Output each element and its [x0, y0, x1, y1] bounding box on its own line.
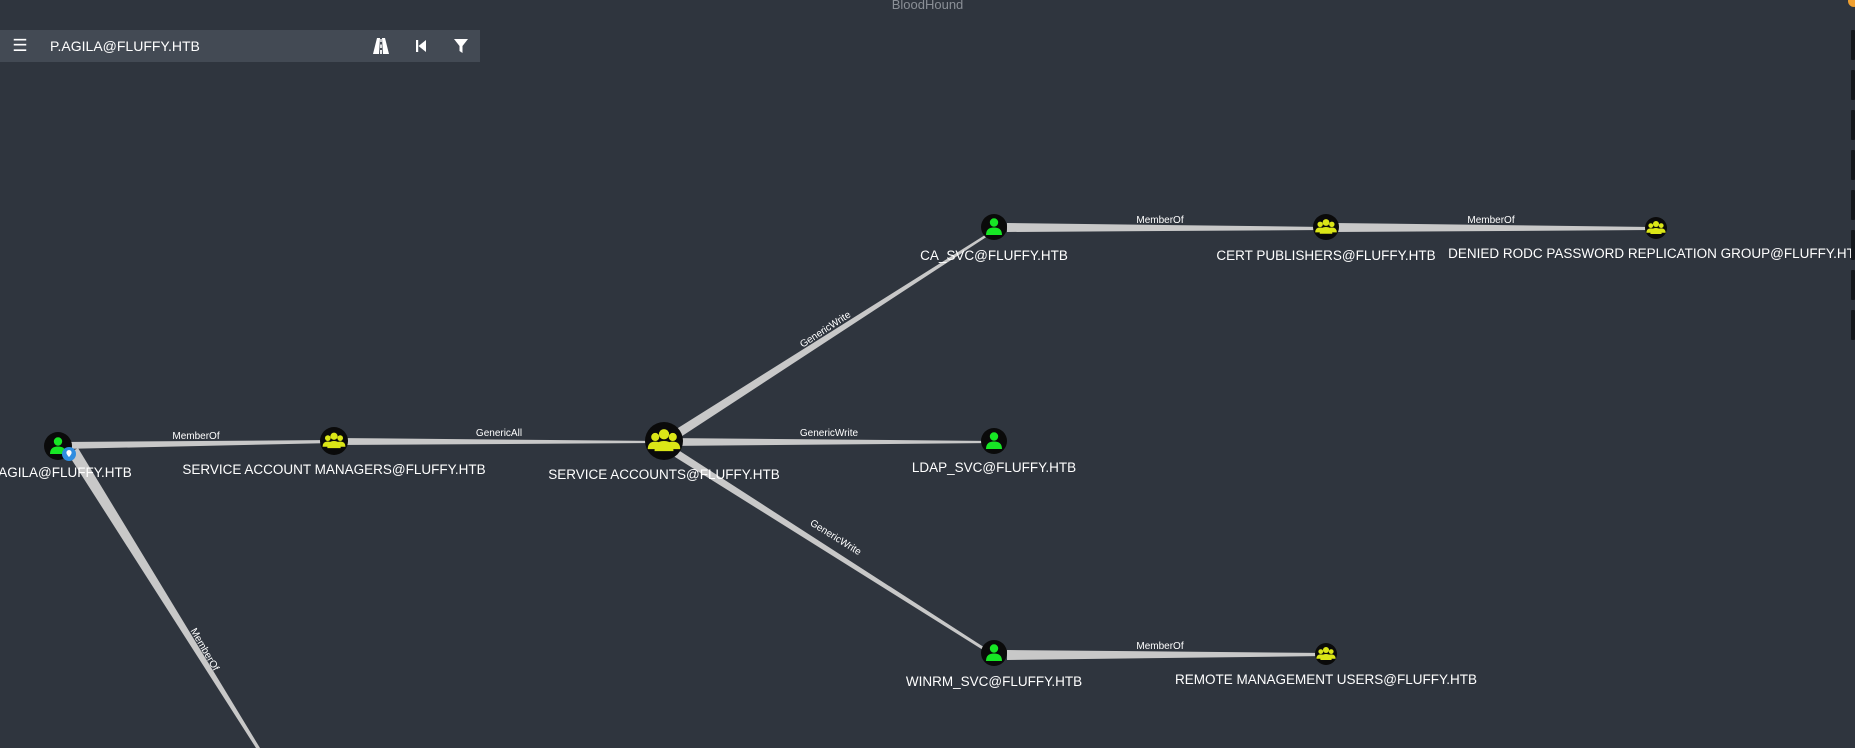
edge-label: MemberOf	[1467, 215, 1514, 226]
step-back-icon	[416, 40, 426, 52]
node-service-account-managers[interactable]: SERVICE ACCOUNT MANAGERS@FLUFFY.HTB	[182, 427, 486, 477]
filter-button[interactable]	[450, 36, 472, 56]
search-input[interactable]	[48, 35, 352, 57]
node-denied-rodc[interactable]: DENIED RODC PASSWORD REPLICATION GROUP@F…	[1448, 217, 1855, 261]
map-pin-icon	[66, 450, 72, 457]
edge-label: GenericWrite	[800, 428, 859, 439]
node-ca-svc[interactable]: CA_SVC@FLUFFY.HTB	[920, 214, 1068, 263]
status-dot-icon	[1848, 0, 1855, 7]
search-bar: ☰	[0, 30, 480, 62]
node-label: CA_SVC@FLUFFY.HTB	[920, 248, 1068, 263]
node-service-accounts[interactable]: SERVICE ACCOUNTS@FLUFFY.HTB	[548, 422, 780, 482]
pathfinding-button[interactable]	[370, 36, 392, 56]
node-winrm-svc[interactable]: WINRM_SVC@FLUFFY.HTB	[906, 640, 1082, 689]
window-title: BloodHound	[891, 0, 964, 12]
edge-certpub-memberof-denied[interactable]: MemberOf	[1334, 215, 1656, 232]
node-label: SERVICE ACCOUNT MANAGERS@FLUFFY.HTB	[182, 462, 485, 477]
node-label: DENIED RODC PASSWORD REPLICATION GROUP@F…	[1448, 246, 1855, 261]
back-button[interactable]	[410, 36, 432, 56]
node-remote-management-users[interactable]: REMOTE MANAGEMENT USERS@FLUFFY.HTB	[1175, 643, 1477, 687]
edge-label: MemberOf	[1136, 641, 1183, 652]
panel-tab	[1851, 150, 1855, 180]
node-label: REMOTE MANAGEMENT USERS@FLUFFY.HTB	[1175, 672, 1477, 687]
right-edge-panel	[1851, 20, 1855, 340]
node-label: AGILA@FLUFFY.HTB	[0, 465, 132, 480]
edge-sa-genericwrite-ldap[interactable]: GenericWrite	[664, 428, 994, 446]
edge-agila-memberof-sam[interactable]: MemberOf	[62, 431, 334, 449]
edge-ca-memberof-certpub[interactable]: MemberOf	[1007, 215, 1326, 232]
edge-label: MemberOf	[1136, 215, 1183, 226]
node-cert-publishers[interactable]: CERT PUBLISHERS@FLUFFY.HTB	[1216, 214, 1436, 263]
panel-tab	[1851, 70, 1855, 100]
node-agila[interactable]: AGILA@FLUFFY.HTB	[0, 432, 132, 480]
panel-tab	[1851, 110, 1855, 140]
node-label: CERT PUBLISHERS@FLUFFY.HTB	[1216, 248, 1435, 263]
panel-tab	[1851, 190, 1855, 220]
edge-sam-genericall-sa[interactable]: GenericAll	[334, 428, 664, 445]
node-label: LDAP_SVC@FLUFFY.HTB	[912, 460, 1076, 475]
edge-winrm-memberof-rmu[interactable]: MemberOf	[1007, 641, 1326, 660]
edge-label: GenericAll	[476, 428, 522, 439]
edge-label: MemberOf	[172, 431, 219, 442]
panel-tab	[1851, 270, 1855, 300]
hamburger-menu-icon[interactable]: ☰	[12, 36, 28, 55]
filter-icon	[454, 39, 468, 53]
panel-tab	[1851, 230, 1855, 260]
edge-agila-memberof-offscreen[interactable]: MemberOf	[68, 448, 260, 748]
edge-label: GenericWrite	[798, 309, 853, 350]
road-icon	[373, 38, 389, 54]
node-ldap-svc[interactable]: LDAP_SVC@FLUFFY.HTB	[912, 428, 1076, 475]
node-label: SERVICE ACCOUNTS@FLUFFY.HTB	[548, 467, 780, 482]
node-label: WINRM_SVC@FLUFFY.HTB	[906, 674, 1082, 689]
panel-tab	[1851, 310, 1855, 340]
panel-tab	[1851, 30, 1855, 60]
